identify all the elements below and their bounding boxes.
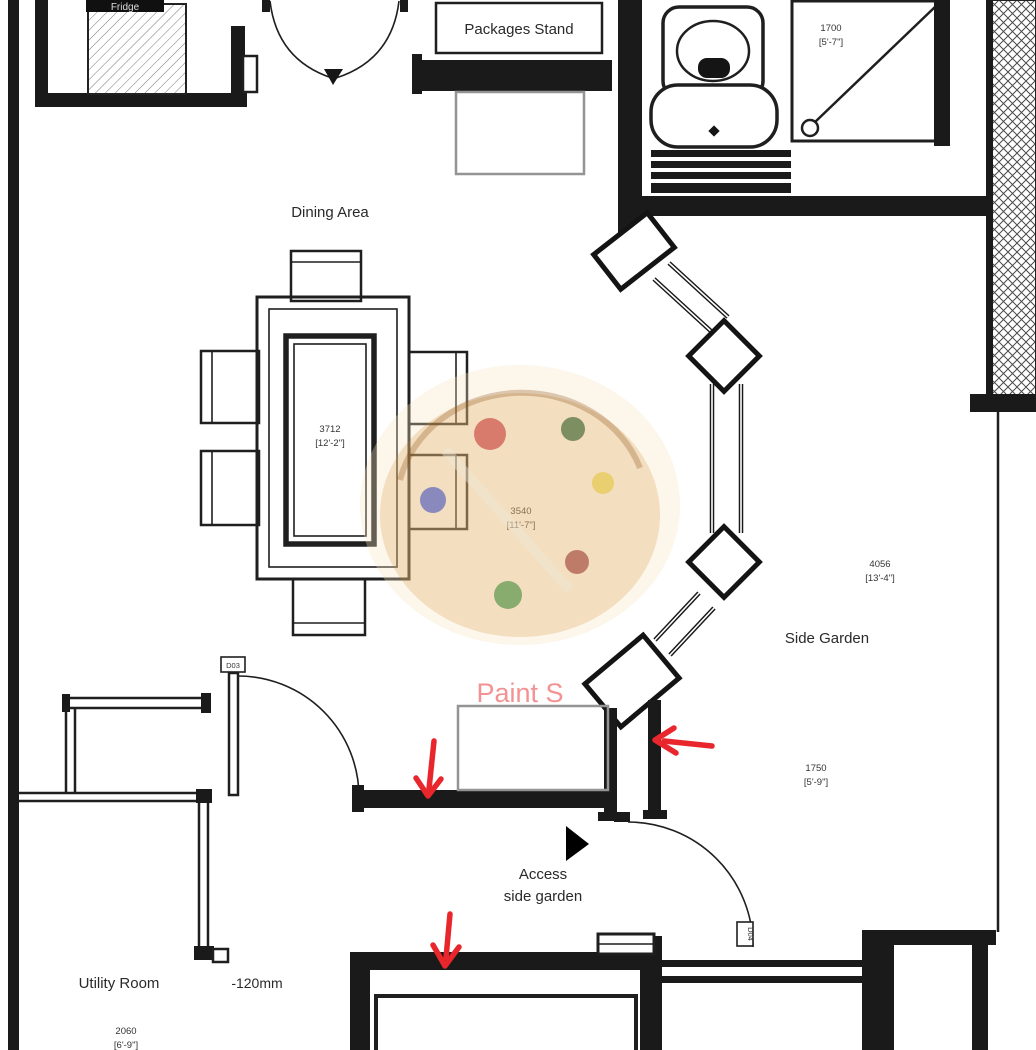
dining-area-label: Dining Area	[291, 204, 369, 221]
utility-dim-ft: [6'-9"]	[114, 1040, 138, 1050]
table-dim-mm: 3712	[319, 424, 340, 435]
door-d04: D04	[614, 812, 755, 948]
palette-dot-yellow	[592, 472, 614, 494]
fridge-label: Fridge	[111, 2, 140, 13]
boundary-hatch-strip	[970, 0, 1036, 932]
dining-table: 3712 [12'-2"]	[255, 295, 411, 581]
cursor-arrow	[566, 826, 589, 861]
palette-dot-darkgreen	[561, 417, 585, 441]
watermark-text: Paint S	[476, 678, 563, 708]
door-leaf-d03	[227, 671, 240, 797]
packages-stand: Packages Stand	[412, 1, 612, 176]
palette-dot-darkred	[565, 550, 589, 574]
table-dim-ft: [12'-2"]	[315, 438, 344, 449]
door-tag-d04: D04	[746, 927, 755, 941]
fridge-hatch	[87, 3, 187, 95]
garden-width-mm: 1750	[805, 763, 826, 774]
door-d03: D03	[220, 656, 360, 798]
fridge-area: Fridge	[35, 0, 259, 107]
floor-grille	[651, 150, 791, 193]
bathroom-south-wall	[642, 196, 988, 216]
offset-note-label: -120mm	[231, 975, 282, 991]
chair-left-2	[199, 449, 261, 527]
utility-room-label: Utility Room	[79, 975, 160, 992]
annotation-arrows	[413, 725, 715, 969]
utility-door-jamb	[211, 947, 230, 964]
hall-wall	[420, 60, 612, 91]
annotation-arrow-left	[652, 725, 715, 756]
porch-structure	[350, 932, 662, 1050]
chair-right-1	[407, 350, 469, 426]
palette-dot-red	[474, 418, 506, 450]
annotation-arrow-down-left	[413, 738, 444, 799]
chair-right-2	[407, 453, 469, 531]
bottom-right-walls	[660, 930, 996, 1050]
plan-labels: Dining Area Side Garden Utility Room Acc…	[79, 204, 895, 1050]
side-garden-label: Side Garden	[785, 630, 869, 647]
door-swing-arc-d03	[237, 675, 360, 798]
path-landing-4	[581, 631, 683, 731]
interior-walls-left	[19, 693, 230, 964]
watermark-palette: Paint S	[360, 365, 680, 708]
utility-dim-mm: 2060	[115, 1026, 136, 1037]
palette-dot-green	[494, 581, 522, 609]
chair-top	[289, 249, 363, 303]
dining-chairs	[199, 249, 469, 637]
door-swing-arc-d04	[627, 821, 754, 948]
shower-dim-mm: 1700	[820, 23, 841, 34]
access-wall	[352, 704, 614, 812]
access-label-line1: Access	[519, 866, 567, 883]
shower: 1700 [5'-7"]	[790, 0, 950, 146]
toilet-bowl	[649, 83, 779, 149]
wc-area	[618, 0, 988, 234]
packages-stand-label: Packages Stand	[464, 21, 573, 38]
garden-length-ft: [13'-4"]	[865, 573, 894, 584]
hall-table-outline	[454, 90, 586, 176]
shower-drain	[800, 118, 820, 138]
access-label-line2: side garden	[504, 888, 582, 905]
garden-length-mm: 4056	[869, 559, 890, 570]
door-tag-d03: D03	[226, 661, 240, 670]
left-boundary-wall	[8, 0, 19, 1050]
shower-dim-ft: [5'-7"]	[819, 37, 843, 48]
garden-width-ft: [5'-9"]	[804, 777, 828, 788]
dining-dim-ft: [11'-7"]	[507, 520, 536, 531]
chair-bottom	[291, 577, 367, 637]
dining-dim-mm: 3540	[510, 506, 531, 517]
path-landing-1	[590, 209, 678, 293]
chair-left-1	[199, 349, 261, 425]
annotation-arrow-down-bottom	[430, 911, 462, 969]
path-landing-2	[685, 317, 763, 395]
garden-path	[581, 209, 763, 821]
step-outline	[456, 704, 610, 792]
door-meet-marker	[324, 69, 343, 85]
double-door-top	[262, 0, 408, 85]
path-landing-3	[685, 523, 763, 601]
palette-dot-blue	[420, 487, 446, 513]
